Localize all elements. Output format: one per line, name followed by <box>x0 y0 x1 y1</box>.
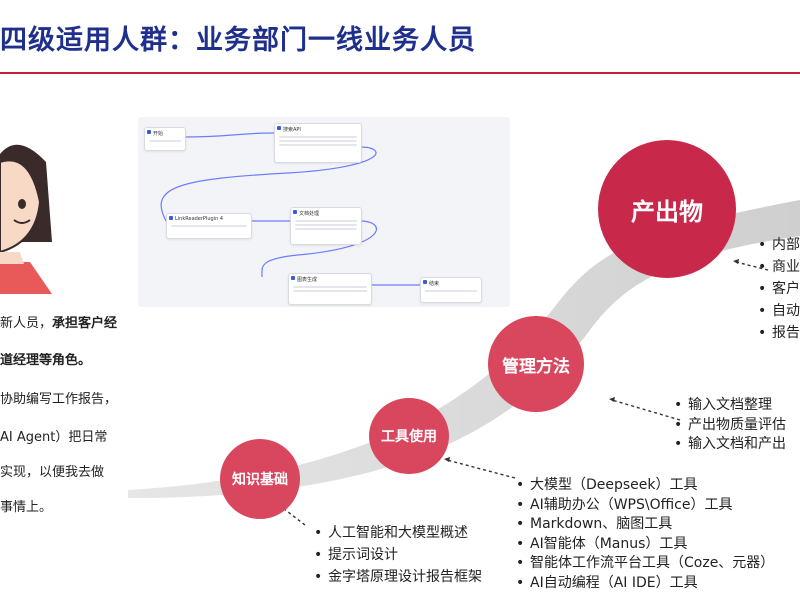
outputs-list: 内部 商业 客户 自动 报告 <box>758 234 800 344</box>
stage-tools: 工具使用 <box>369 398 449 474</box>
list-item: 客户 <box>758 278 800 300</box>
avatar <box>0 144 52 294</box>
list-item: 产出物质量评估 <box>674 416 800 436</box>
list-item: 输入文档和产出 <box>674 435 800 455</box>
list-item: 金字塔原理设计报告框架 <box>314 566 482 588</box>
page-title: 四级适用人群：业务部门一线业务人员 <box>0 25 476 56</box>
workflow-node-linkreader: LinkReaderPlugin 4 <box>166 213 252 239</box>
persona-line-3: 协助编写工作报告， <box>0 392 118 407</box>
list-item: 报告 <box>758 322 800 344</box>
list-item: 智能体工作流平台工具（Coze、元器） <box>516 554 774 574</box>
list-item: AI辅助办公（WPS\Office）工具 <box>516 496 774 516</box>
methods-list: 输入文档整理 产出物质量评估 输入文档和产出 <box>674 396 800 455</box>
workflow-screenshot: 开始 搜索API LinkReaderPlugin 4 文档处理 图表生成 结束 <box>138 117 510 307</box>
tools-list: 大模型（Deepseek）工具 AI辅助办公（WPS\Office）工具 Mar… <box>516 476 774 593</box>
list-item: 自动 <box>758 300 800 322</box>
list-item: 提示词设计 <box>314 544 482 566</box>
workflow-node-search: 搜索API <box>274 123 362 163</box>
workflow-node-start: 开始 <box>144 127 186 151</box>
persona-line-2: 道经理等角色。 <box>0 353 92 368</box>
knowledge-list: 人工智能和大模型概述 提示词设计 金字塔原理设计报告框架 <box>314 522 482 588</box>
persona-line-1: 新人员，承担客户经 <box>0 316 118 331</box>
list-item: 内部 <box>758 234 800 256</box>
stage-methods: 管理方法 <box>488 316 584 412</box>
workflow-node-process: 文档处理 <box>290 207 362 245</box>
persona-line-5: 实现，以便我去做 <box>0 465 105 480</box>
list-item: 输入文档整理 <box>674 396 800 416</box>
workflow-connectors <box>160 132 420 286</box>
workflow-node-end: 结束 <box>420 277 482 303</box>
list-item: AI自动编程（AI IDE）工具 <box>516 574 774 594</box>
list-item: 大模型（Deepseek）工具 <box>516 476 774 496</box>
persona-line-6: 事情上。 <box>0 500 53 515</box>
title-divider <box>0 72 800 74</box>
list-item: 商业 <box>758 256 800 278</box>
stage-knowledge: 知识基础 <box>220 439 300 519</box>
list-item: 人工智能和大模型概述 <box>314 522 482 544</box>
list-item: Markdown、脑图工具 <box>516 515 774 535</box>
workflow-node-chart: 图表生成 <box>288 273 372 305</box>
persona-line-4: AI Agent）把日常 <box>0 430 108 445</box>
stage-outputs: 产出物 <box>598 140 736 278</box>
list-item: AI智能体（Manus）工具 <box>516 535 774 555</box>
